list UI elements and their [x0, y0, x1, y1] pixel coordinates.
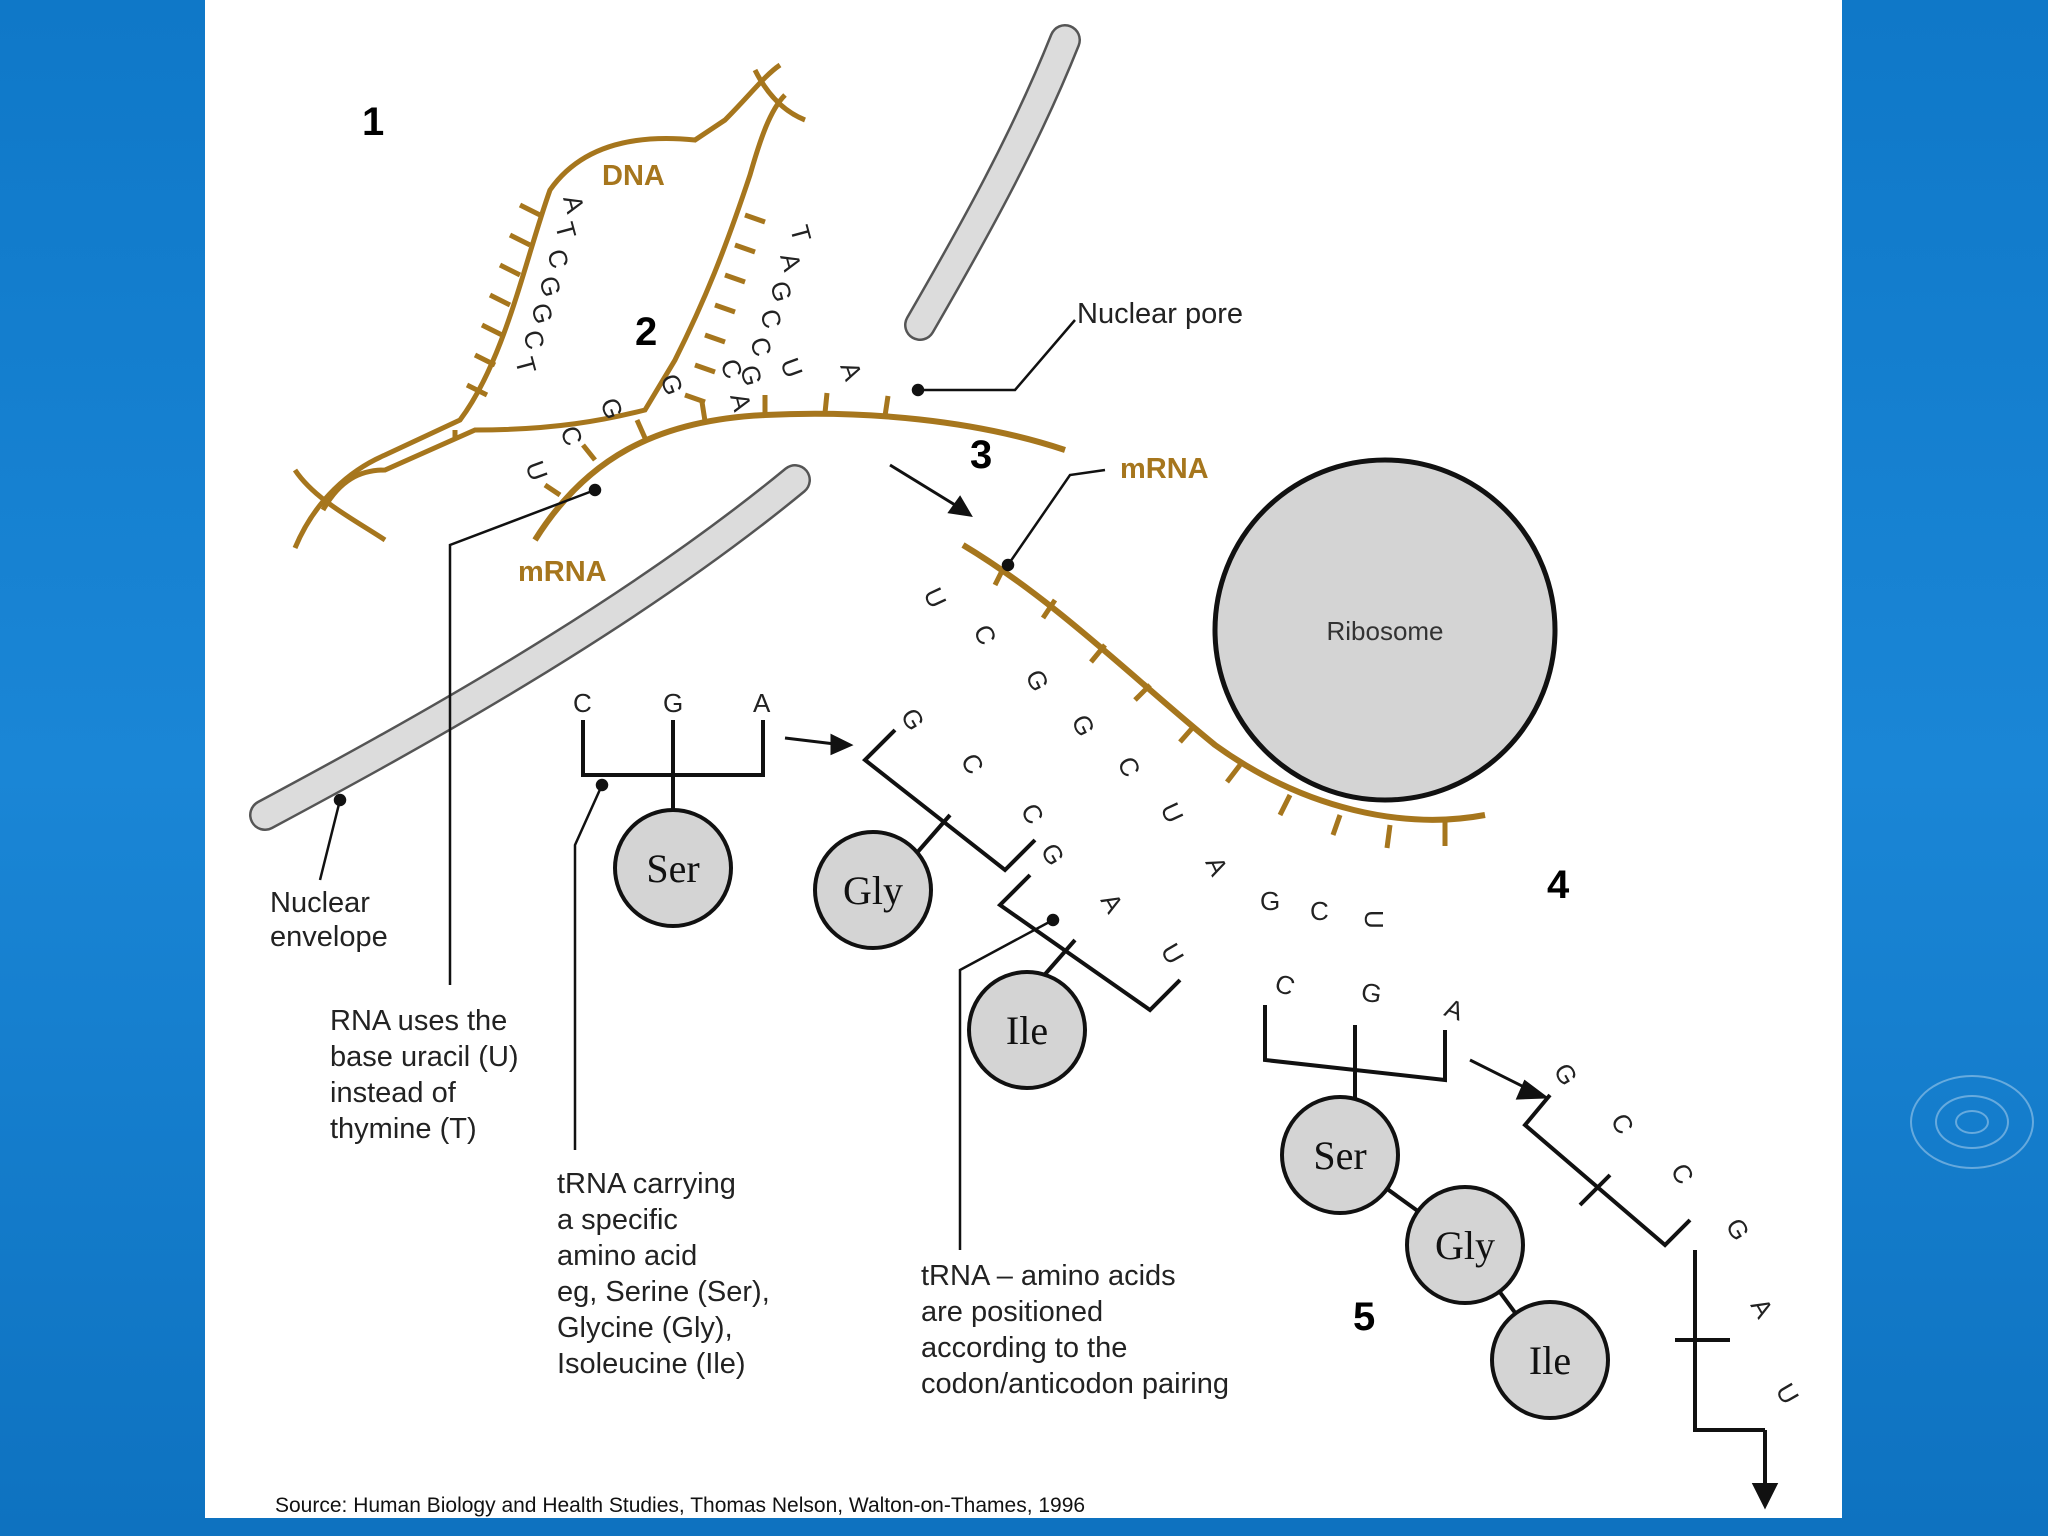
- dna-base: G: [764, 278, 798, 305]
- trna-base: C: [1015, 798, 1050, 829]
- mrna-transcript-ticks: [543, 392, 891, 498]
- trna-arrow: [784, 733, 854, 756]
- water-ripple-decoration: [1955, 1110, 1989, 1134]
- mrna-ribosome-ticks: [992, 563, 1448, 849]
- dna-base: T: [549, 219, 582, 242]
- mrna-base: G: [654, 370, 689, 399]
- mrna-base: C: [1310, 896, 1329, 926]
- trna-base: G: [663, 688, 683, 718]
- amino-acid-label: Ser: [646, 846, 699, 891]
- mrna-base: A: [1200, 852, 1235, 881]
- trna-base: G: [1035, 838, 1071, 871]
- dna-coding-bases: T A G C C G A: [724, 222, 817, 415]
- step-number: 4: [1547, 863, 1570, 907]
- rna-uracil-note: RNA uses the base uracil (U) instead of …: [330, 1005, 527, 1145]
- trna-base: C: [955, 748, 990, 779]
- trna-ser-leaving: [1263, 1005, 1447, 1100]
- amino-acid-label: Ile: [1529, 1338, 1571, 1383]
- trna-carrying-note: tRNA carrying a specific amino acid eg, …: [557, 1168, 778, 1380]
- ribosome-label: Ribosome: [1326, 616, 1443, 646]
- amino-acid-label: Gly: [1435, 1223, 1495, 1268]
- dna-base: A: [557, 192, 591, 217]
- trna-base: C: [1605, 1108, 1640, 1139]
- source-citation: Source: Human Biology and Health Studies…: [275, 1494, 1085, 1517]
- slide-canvas: A T C G G C T T A G C C G A U C G G C U …: [205, 0, 1842, 1518]
- trna-base: G: [1359, 976, 1384, 1009]
- dna-base: C: [744, 334, 778, 360]
- mrna-base: G: [1260, 886, 1280, 916]
- dna-molecule: [292, 62, 806, 549]
- amino-acid-circle: [1405, 1185, 1525, 1305]
- release-arrow: [1469, 1058, 1550, 1100]
- water-ripple-decoration: [1910, 1075, 2034, 1169]
- amino-acid-circle: [1490, 1300, 1610, 1420]
- dna-base: A: [774, 250, 808, 275]
- dna-base: T: [784, 222, 817, 245]
- mrna-base: U: [918, 583, 953, 613]
- dna-base: C: [754, 306, 788, 332]
- trna-positioned-note: tRNA – amino acids are positioned accord…: [921, 1260, 1229, 1400]
- amino-acid-label: Ser: [1313, 1133, 1366, 1178]
- trna-base: G: [1720, 1213, 1756, 1246]
- dna-template-bases: A T C G G C T: [509, 192, 591, 377]
- mrna-base: A: [834, 358, 868, 385]
- nuclear-envelope-label: Nuclear envelope: [270, 887, 388, 953]
- trna-base: A: [1095, 888, 1130, 919]
- protein-synthesis-diagram: A T C G G C T T A G C C G A U C G G C U …: [249, 24, 1805, 1517]
- trna-base: A: [1441, 992, 1468, 1026]
- trna-base: A: [1745, 1293, 1780, 1324]
- mrna-base: G: [1066, 710, 1102, 741]
- mrna-transcript-bases: U C G G C U A: [519, 354, 868, 485]
- dna-label: DNA: [602, 160, 665, 192]
- mrna-label: mRNA: [1120, 453, 1209, 485]
- mrna-base: U: [774, 354, 809, 382]
- dna-base: C: [541, 246, 575, 272]
- dna-base: G: [533, 273, 567, 300]
- ribosome-circle: [1212, 457, 1558, 803]
- amino-acid-label: Ile: [1006, 1008, 1048, 1053]
- trna-base: U: [1155, 938, 1190, 969]
- step-number: 5: [1353, 1295, 1375, 1339]
- step-number: 3: [970, 433, 992, 477]
- trna-base: G: [895, 703, 931, 736]
- trna-base: C: [573, 688, 592, 718]
- amino-acid-circle: [813, 830, 933, 950]
- mrna-ribosome-strand: [961, 542, 1486, 823]
- mrna-base: G: [1020, 665, 1056, 696]
- amino-acid-label: Gly: [843, 868, 903, 913]
- mrna-label: mRNA: [518, 556, 607, 588]
- mrna-base: U: [1359, 910, 1389, 929]
- amino-acid-circle: [613, 808, 733, 928]
- dna-base: G: [525, 300, 559, 327]
- nuclear-pore-label: Nuclear pore: [1077, 298, 1243, 330]
- leader-lines: [318, 319, 1106, 1250]
- mrna-base: U: [519, 457, 554, 485]
- mrna-base: C: [968, 620, 1003, 650]
- water-ripple-decoration: [1935, 1095, 2009, 1149]
- amino-acid-circle: [967, 970, 1087, 1090]
- step-number: 1: [362, 100, 384, 144]
- trna-gly: [861, 728, 1037, 873]
- step-number: 2: [635, 310, 657, 354]
- trna-base: A: [753, 688, 771, 718]
- dna-base: T: [509, 354, 542, 377]
- dna-base: C: [517, 327, 551, 353]
- mrna-base: U: [1155, 798, 1190, 828]
- dna-base: A: [724, 390, 758, 415]
- mrna-base: C: [1112, 752, 1147, 782]
- trna-base: G: [1548, 1058, 1584, 1091]
- trna-base: C: [1271, 967, 1299, 1002]
- amino-acid-circle: [1280, 1095, 1400, 1215]
- trna-base: U: [1770, 1378, 1805, 1409]
- released-trna-strand: [1522, 1093, 1779, 1510]
- polypeptide-chain: Ser Gly Ile: [1280, 1095, 1610, 1420]
- trna-base: C: [1665, 1158, 1700, 1189]
- export-arrow: [889, 463, 973, 517]
